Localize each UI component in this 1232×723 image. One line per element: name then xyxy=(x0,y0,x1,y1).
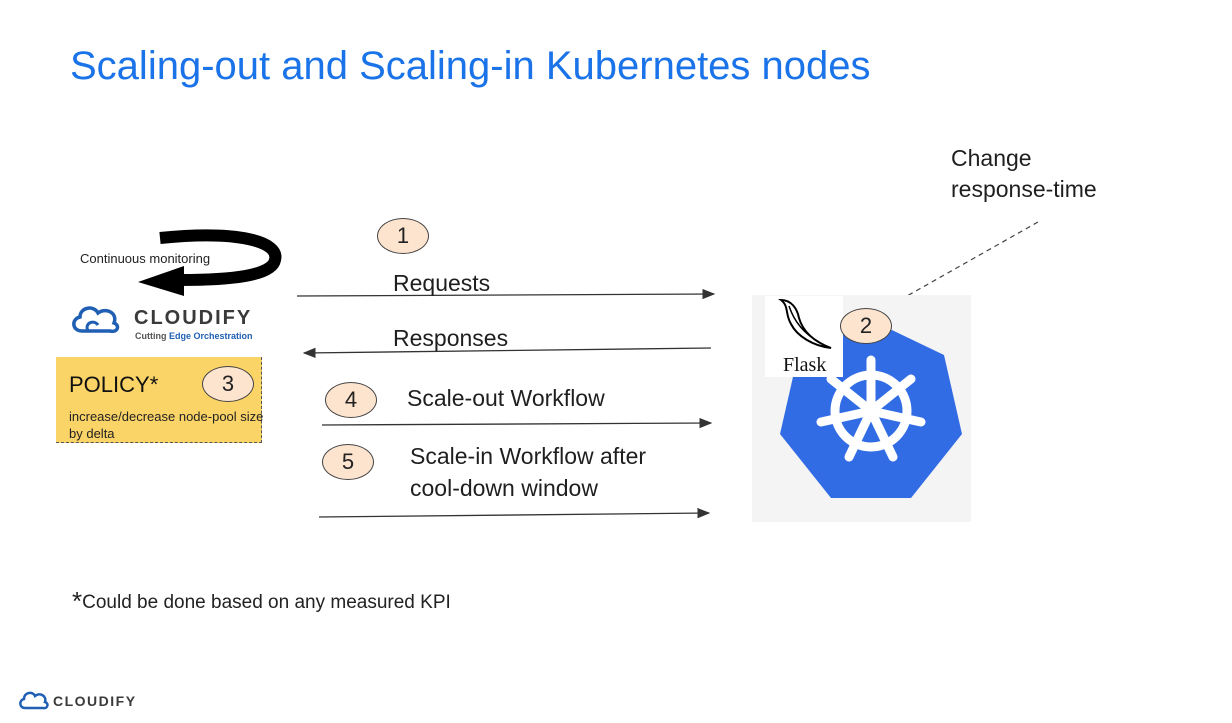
responses-label: Responses xyxy=(393,325,509,351)
footer-logo-text: CLOUDIFY xyxy=(53,693,137,709)
monitoring-label: Continuous monitoring xyxy=(79,251,212,266)
scale-out-arrow xyxy=(321,417,713,429)
cloud-logo-icon xyxy=(72,306,120,334)
scale-out-label: Scale-out Workflow xyxy=(407,385,605,411)
slide-title: Scaling-out and Scaling-in Kubernetes no… xyxy=(70,44,871,88)
cloudify-tagline-a: Cutting xyxy=(135,331,169,341)
flask-logo: Flask xyxy=(765,296,843,377)
policy-description: increase/decrease node-pool size by delt… xyxy=(69,409,264,441)
footer-cloudify-logo: CLOUDIFY xyxy=(17,688,147,714)
flask-label: Flask xyxy=(783,354,827,376)
policy-title: POLICY* xyxy=(69,372,159,397)
scale-in-arrow xyxy=(318,507,711,519)
change-dashed-line xyxy=(883,221,1039,310)
step-badge-5: 5 xyxy=(322,444,374,480)
step-badge-3: 3 xyxy=(202,366,254,402)
requests-label: Requests xyxy=(393,270,491,296)
scale-in-label-line1: Scale-in Workflow after xyxy=(410,443,647,469)
monitoring-loop-icon xyxy=(138,229,282,296)
responses-arrow xyxy=(302,347,712,359)
change-note-line2: response-time xyxy=(951,176,1097,202)
requests-arrow xyxy=(296,288,716,300)
step-badge-4: 4 xyxy=(325,382,377,418)
cloudify-logo: CLOUDIFY Cutting Edge Orchestration xyxy=(68,299,268,344)
footnote-star: * xyxy=(72,586,83,616)
footnote: *Could be done based on any measured KPI xyxy=(72,586,451,617)
cloudify-logo-text: CLOUDIFY xyxy=(134,307,253,329)
change-note-line1: Change xyxy=(951,145,1032,171)
footer-cloud-icon xyxy=(19,691,49,710)
scale-in-label-line2: cool-down window xyxy=(410,475,598,501)
flask-horn-icon xyxy=(778,298,832,349)
step-badge-2: 2 xyxy=(840,308,892,344)
cloudify-tagline-b: Edge Orchestration xyxy=(169,331,253,341)
step-badge-1: 1 xyxy=(377,218,429,254)
footnote-text: Could be done based on any measured KPI xyxy=(82,592,451,613)
